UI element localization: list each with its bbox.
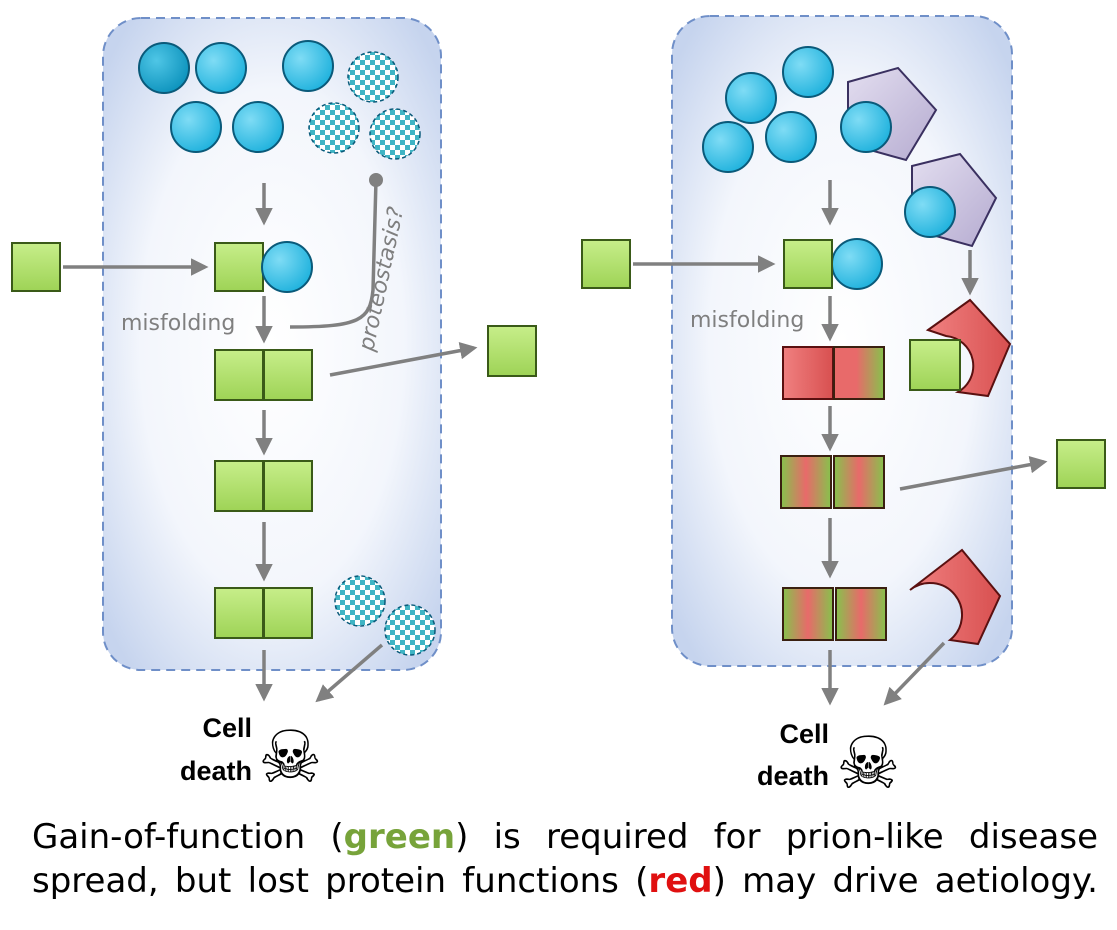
green-protein xyxy=(783,239,833,289)
left-green-proteins xyxy=(11,241,537,639)
checkered-protein xyxy=(308,102,360,154)
chaperone-ball xyxy=(765,111,817,163)
bound-chaperone xyxy=(831,238,883,290)
left-checkered-proteins xyxy=(308,51,436,656)
dimer-left xyxy=(214,349,264,401)
chaperone-ball xyxy=(282,40,334,92)
chaperone-ball xyxy=(232,101,284,153)
chaperone-ball xyxy=(725,72,777,124)
left-chaperone-pool xyxy=(138,40,334,153)
chaperone-ball xyxy=(195,42,247,94)
green-protein-bound xyxy=(909,339,961,391)
right-cell-label: Cell xyxy=(779,719,829,749)
checkered-protein xyxy=(347,51,399,103)
chaperone-ball xyxy=(782,46,834,98)
skull-crossbones-icon: ☠ xyxy=(836,721,901,800)
chaperone-ball xyxy=(904,186,956,238)
arrow xyxy=(315,643,384,703)
left-panel: misfolding proteostasis? Cell death ☠ xyxy=(11,17,537,799)
left-cell-membrane xyxy=(102,17,442,671)
misfolded-dimer-left xyxy=(782,587,834,641)
caption-line1-pre: Gain-of-function ( xyxy=(32,817,344,857)
checkered-protein xyxy=(334,575,386,627)
misfolded-dimer-left xyxy=(780,455,832,509)
free-green-protein xyxy=(581,239,631,289)
red-receptor-empty xyxy=(909,548,1002,646)
right-proteins xyxy=(581,239,1106,641)
dimer-right xyxy=(263,587,313,639)
right-death-label: death xyxy=(757,761,829,791)
left-misfolding-label: misfolding xyxy=(121,311,235,336)
caption: Gain-of-function (green) is required for… xyxy=(32,815,1098,903)
red-receptor-bound xyxy=(925,298,1012,398)
spread-green-protein xyxy=(487,325,537,377)
chaperone-ball xyxy=(702,121,754,173)
right-arrows xyxy=(633,180,1048,706)
diagram-canvas: misfolding proteostasis? Cell death ☠ xyxy=(11,15,1106,800)
right-chaperone-pool xyxy=(702,46,956,290)
left-cell-label: Cell xyxy=(202,713,252,743)
caption-line2-pre: spread, but lost protein functions ( xyxy=(32,861,649,901)
caption-line2-post: ) may drive aetiology. xyxy=(712,861,1098,901)
dimer-left xyxy=(214,587,264,639)
dimer-left xyxy=(214,460,264,512)
left-arrows xyxy=(63,173,478,703)
chaperone-ball xyxy=(170,101,222,153)
misfolded-dimer-left xyxy=(782,346,834,400)
bound-chaperone xyxy=(261,241,313,293)
chaperone-ball xyxy=(840,101,892,153)
caption-line1-post: ) is required for prion-like disease xyxy=(455,817,1098,857)
skull-crossbones-icon: ☠ xyxy=(258,715,323,799)
dimer-right xyxy=(263,460,313,512)
chaperone-ball xyxy=(138,42,190,94)
right-red-receptors xyxy=(909,298,1012,646)
dimer-right xyxy=(263,349,313,401)
caption-green-keyword: green xyxy=(343,817,456,857)
free-green-protein xyxy=(11,242,61,292)
spread-green-protein xyxy=(1056,439,1106,489)
right-receptors xyxy=(847,66,998,248)
right-panel: misfolding Cell death ☠ xyxy=(581,15,1106,800)
misfolded-dimer-right xyxy=(833,455,885,509)
arrow xyxy=(329,341,478,377)
right-misfolding-label: misfolding xyxy=(690,308,804,333)
checkered-protein xyxy=(369,108,421,160)
arrow xyxy=(883,641,946,706)
green-protein xyxy=(214,242,264,292)
caption-line-1: Gain-of-function (green) is required for… xyxy=(32,815,1098,859)
arrow xyxy=(899,455,1048,491)
proteostasis-feedback xyxy=(289,173,383,329)
left-death-label: death xyxy=(180,756,252,786)
misfolded-dimer-right xyxy=(833,346,885,400)
caption-line-2: spread, but lost protein functions (red)… xyxy=(32,859,1098,903)
checkered-protein xyxy=(384,604,436,656)
caption-red-keyword: red xyxy=(648,861,713,901)
misfolded-dimer-right xyxy=(835,587,887,641)
